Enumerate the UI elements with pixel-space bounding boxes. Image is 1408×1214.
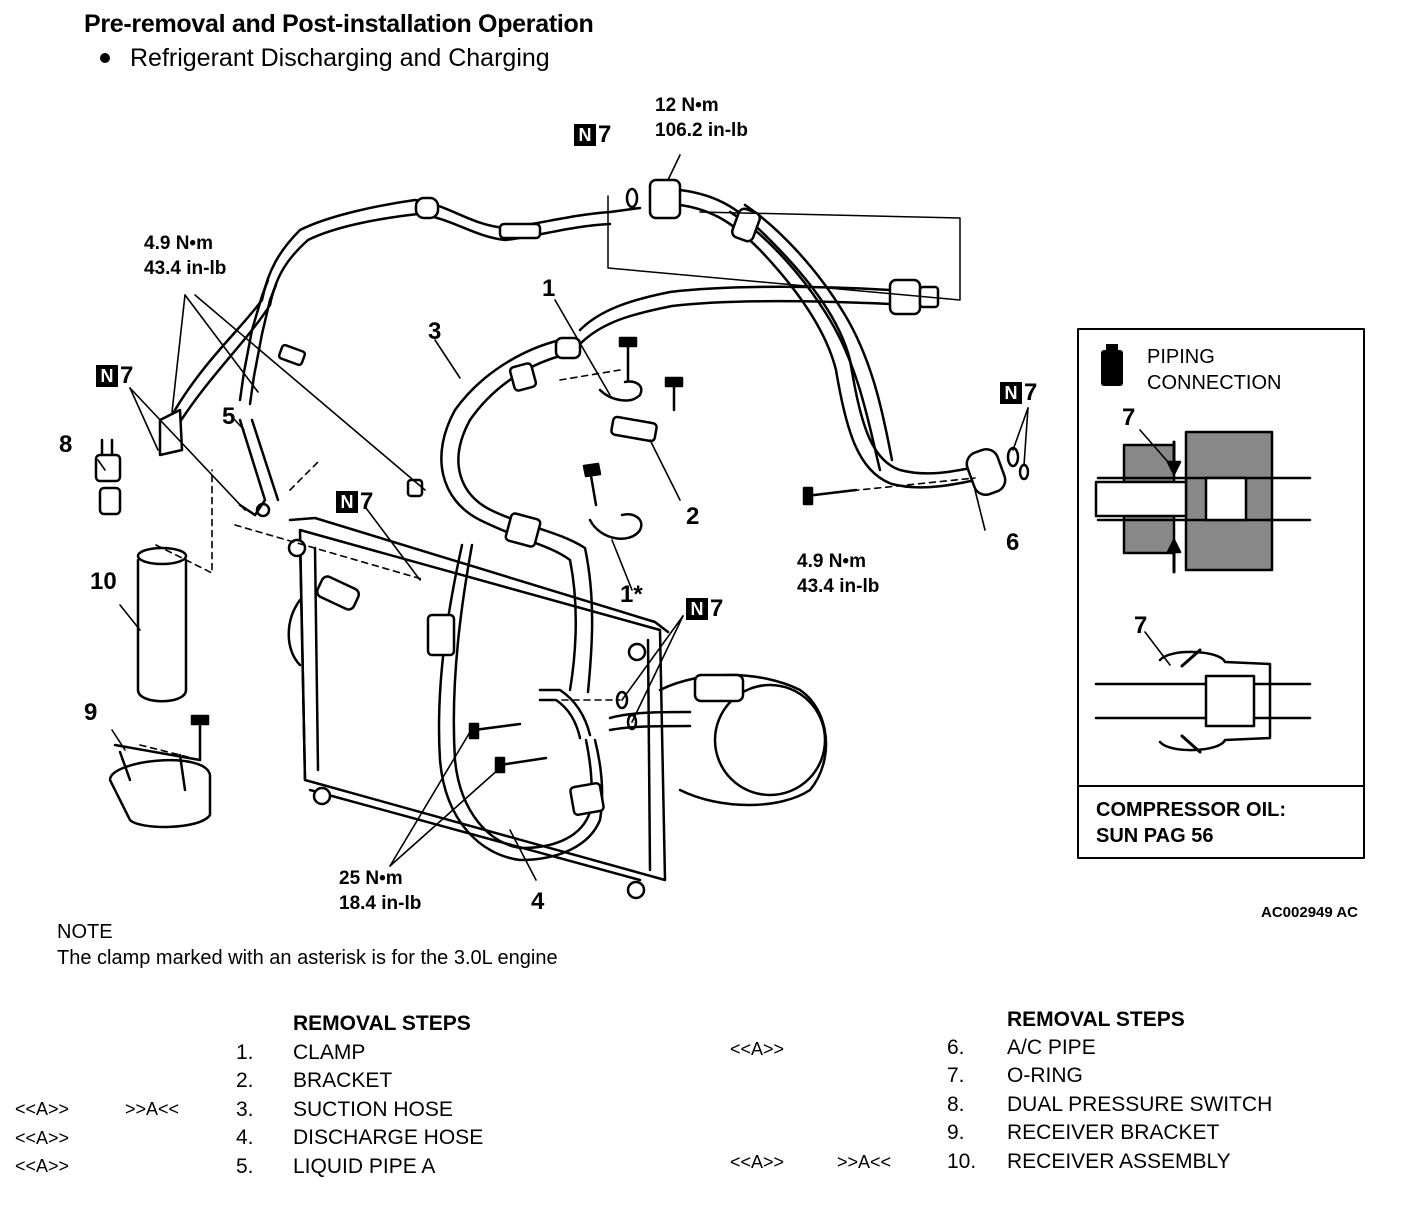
receiver-group [94,408,280,829]
step-7-label: O-RING [1007,1064,1083,1087]
piping-connection-inset [1077,328,1365,859]
step-10-post-mark: >>A<< [837,1152,892,1172]
upper-liquid-pipe [168,196,642,427]
step-8-label: DUAL PRESSURE SWITCH [1007,1093,1273,1116]
bullet-dot [100,53,110,63]
step-4-num: 4. [236,1126,254,1149]
torque-top: 12 N•m 106.2 in-lb [655,95,748,141]
torque-left: 4.9 N•m 43.4 in-lb [144,233,227,279]
n7-box: N [1000,382,1022,404]
step-4-label: DISCHARGE HOSE [293,1126,484,1149]
step-1-num: 1. [236,1041,254,1064]
clamps-and-bolts [277,336,858,774]
step-3-post-mark: >>A<< [125,1099,180,1119]
step-7-num: 7. [947,1064,965,1087]
step-2-label: BRACKET [293,1069,393,1092]
n7-num: 7 [710,595,724,622]
n7-num: 7 [598,121,612,148]
step-10-pre-mark: <<A>> [730,1152,785,1172]
n7-num: 7 [360,488,374,515]
torque-bottom: 25 N•m 18.4 in-lb [339,868,422,914]
step-5-num: 5. [236,1155,254,1178]
step-10-label: RECEIVER ASSEMBLY [1007,1150,1231,1173]
callout-7-inset-upper: 7 [1122,404,1136,431]
suction-hose [440,336,594,694]
step-6-num: 6. [947,1036,965,1059]
n7-num: 7 [120,362,134,389]
leader-lines [97,154,1029,881]
removal-steps-heading-right: REMOVAL STEPS [1007,1008,1185,1031]
step-2-num: 2. [236,1069,254,1092]
step-6-label: A/C PIPE [1007,1036,1096,1059]
callout-1: 1 [542,275,556,302]
callout-4: 4 [531,888,545,915]
discharge-hose [426,543,605,862]
n7-box: N [574,124,596,146]
step-8-num: 8. [947,1093,965,1116]
callout-9: 9 [84,699,98,726]
callout-1-star: 1* [620,581,643,608]
step-3-label: SUCTION HOSE [293,1098,453,1121]
removal-steps-heading-left: REMOVAL STEPS [293,1012,471,1035]
callout-7-inset-lower: 7 [1134,612,1148,639]
step-3-pre-mark: <<A>> [15,1099,70,1119]
callout-6: 6 [1006,529,1020,556]
step-3-num: 3. [236,1098,254,1121]
callout-8: 8 [59,431,73,458]
n7-box: N [336,491,358,513]
n7-num: 7 [1024,379,1038,406]
n7-box: N [686,598,708,620]
step-1-label: CLAMP [293,1041,366,1064]
step-5-pre-mark: <<A>> [15,1156,70,1176]
callout-10: 10 [90,568,117,595]
n7-box: N [96,365,118,387]
compressor [608,673,828,807]
step-10-num: 10. [947,1150,977,1173]
step-4-pre-mark: <<A>> [15,1128,70,1148]
step-9-label: RECEIVER BRACKET [1007,1121,1220,1144]
step-5-label: LIQUID PIPE A [293,1155,436,1178]
callout-5: 5 [222,403,236,430]
page-title: Pre-removal and Post-installation Operat… [84,10,594,38]
callout-3: 3 [428,318,442,345]
ac-pipe-bundle [578,178,1030,497]
torque-right: 4.9 N•m 43.4 in-lb [797,551,880,597]
step-9-num: 9. [947,1121,965,1144]
note-body: The clamp marked with an asterisk is for… [57,947,558,969]
callout-2: 2 [686,503,700,530]
note-heading: NOTE [57,921,113,943]
step-6-pre-mark: <<A>> [730,1039,785,1059]
inset-oil-label: COMPRESSOR OIL: SUN PAG 56 [1096,799,1287,847]
figure-id: AC002949 AC [1261,904,1358,921]
page-subtitle: Refrigerant Discharging and Charging [130,44,550,72]
inset-piping-label: PIPING CONNECTION [1147,346,1282,394]
